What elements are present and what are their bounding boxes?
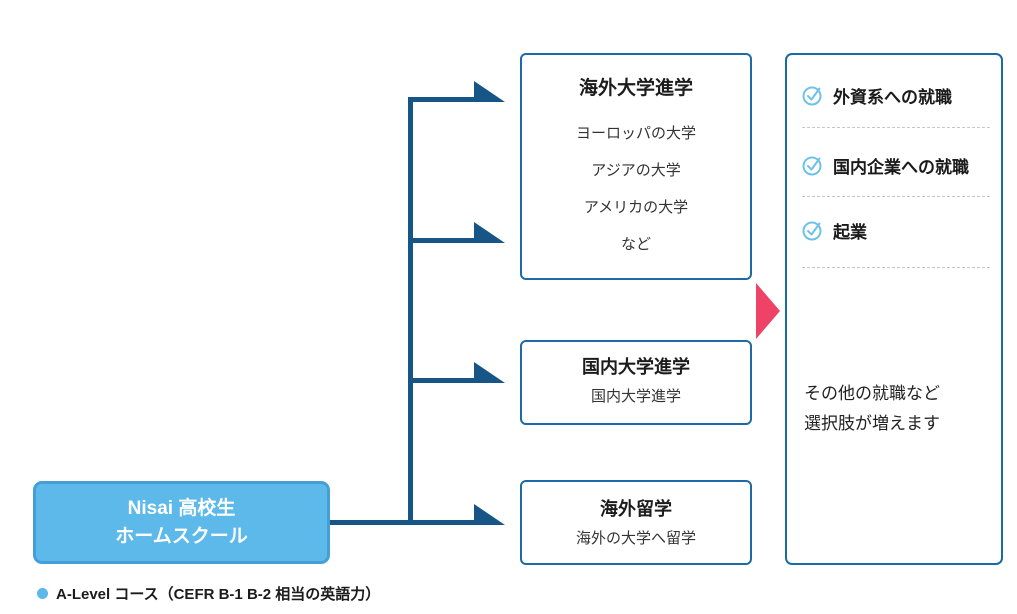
- footnote: A-Level コース（CEFR B-1 B-2 相当の英語力）: [37, 583, 380, 604]
- source-box-line2: ホームスクール: [115, 525, 248, 547]
- connector-branch-top: [408, 97, 474, 102]
- connector-bottom-line: [328, 520, 474, 525]
- divider: [802, 267, 990, 268]
- outcome-item: 外資系への就職: [802, 81, 952, 109]
- arrowhead-icon: [474, 222, 505, 243]
- outcome-note: その他の就職など 選択肢が増えます: [804, 379, 940, 439]
- list-item: アジアの大学: [591, 162, 681, 179]
- divider: [802, 127, 990, 128]
- outcome-item: 起業: [802, 216, 867, 244]
- arrowhead-icon: [474, 362, 505, 383]
- outcome-item: 国内企業への就職: [802, 151, 969, 179]
- outcome-label: 外資系への就職: [833, 87, 952, 107]
- arrowhead-icon: [474, 504, 505, 525]
- overseas-university-items: ヨーロッパの大学 アジアの大学 アメリカの大学 など: [522, 115, 750, 263]
- connector-vertical-line: [408, 97, 413, 525]
- list-item: など: [620, 236, 651, 253]
- outcome-label: 起業: [833, 222, 867, 242]
- flow-arrow-icon: [756, 283, 780, 339]
- check-circle-icon: [802, 221, 822, 241]
- connector-branch-third: [408, 378, 474, 383]
- domestic-university-box: 国内大学進学 国内大学進学: [520, 340, 752, 425]
- source-box-line1: Nisai 高校生: [127, 497, 236, 519]
- domestic-university-subtitle: 国内大学進学: [590, 388, 681, 405]
- footnote-text: A-Level コース（CEFR B-1 B-2 相当の英語力）: [56, 586, 381, 603]
- study-abroad-subtitle: 海外の大学へ留学: [575, 530, 696, 547]
- outcome-note-line2: 選択肢が増えます: [804, 414, 940, 433]
- study-abroad-title: 海外留学: [600, 499, 672, 519]
- arrowhead-icon: [474, 81, 505, 102]
- list-item: ヨーロッパの大学: [575, 125, 696, 142]
- connector-branch-second: [408, 238, 474, 243]
- divider: [802, 196, 990, 197]
- source-box: Nisai 高校生 ホームスクール: [33, 481, 330, 564]
- outcomes-box: 外資系への就職 国内企業への就職 起業 その他の就職など 選択肢が増えます: [785, 53, 1003, 565]
- check-circle-icon: [802, 86, 822, 106]
- bullet-icon: [37, 588, 48, 599]
- domestic-university-title: 国内大学進学: [582, 357, 690, 377]
- list-item: アメリカの大学: [583, 199, 689, 216]
- outcome-label: 国内企業への就職: [833, 157, 969, 177]
- overseas-university-title: 海外大学進学: [578, 78, 693, 99]
- overseas-university-box: 海外大学進学 ヨーロッパの大学 アジアの大学 アメリカの大学 など: [520, 53, 752, 280]
- check-circle-icon: [802, 156, 822, 176]
- outcome-note-line1: その他の就職など: [804, 384, 940, 403]
- study-abroad-box: 海外留学 海外の大学へ留学: [520, 480, 752, 565]
